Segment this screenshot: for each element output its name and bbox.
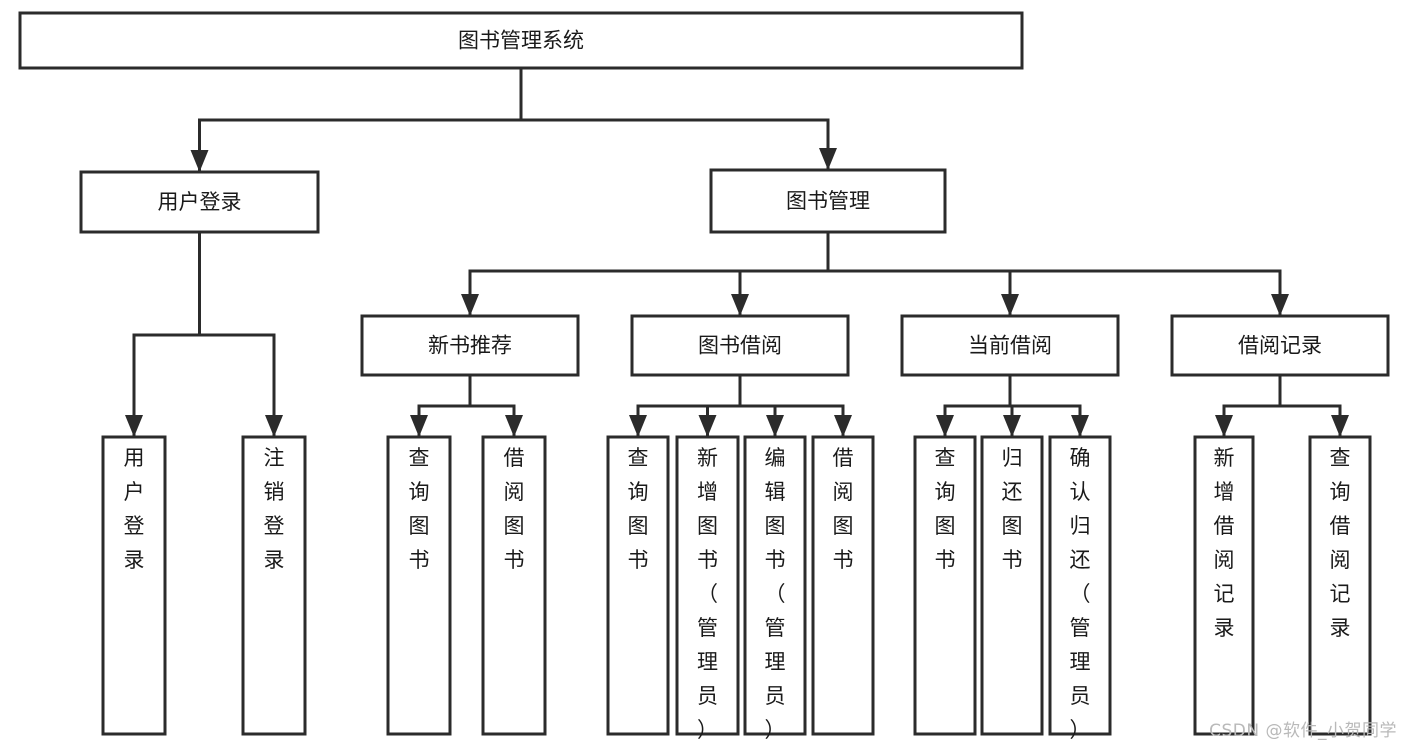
arrow-head-icon — [766, 415, 784, 437]
node-label: 查询借阅记录 — [1330, 446, 1351, 640]
node-book-borrow[interactable]: 图书借阅 — [630, 314, 850, 377]
arrow-head-icon — [834, 415, 852, 437]
arrow-head-icon — [936, 415, 954, 437]
node-recommend-borrow-book[interactable]: 借阅图书 — [481, 435, 547, 736]
node-label: 编辑图书（管理员） — [765, 446, 786, 742]
connector-layer — [125, 66, 1349, 438]
arrow-head-icon — [265, 415, 283, 437]
node-label: 查询图书 — [409, 446, 430, 572]
node-label: 借阅记录 — [1238, 334, 1322, 358]
node-user-logout[interactable]: 注销登录 — [241, 435, 307, 736]
node-recommend-query-book[interactable]: 查询图书 — [386, 435, 452, 736]
node-book-manage[interactable]: 图书管理 — [709, 168, 947, 234]
node-borrow-add-book[interactable]: 新增图书（管理员） — [675, 435, 740, 742]
node-label: 借阅图书 — [833, 446, 854, 572]
node-label: 新书推荐 — [428, 334, 512, 358]
arrow-head-icon — [1003, 415, 1021, 437]
node-current-return-book[interactable]: 归还图书 — [980, 435, 1044, 736]
node-current-query-book[interactable]: 查询图书 — [913, 435, 977, 736]
node-borrow-borrow-book[interactable]: 借阅图书 — [811, 435, 875, 736]
node-label: 确认归还（管理员） — [1070, 446, 1091, 742]
arrow-head-icon — [505, 415, 523, 437]
node-record-query[interactable]: 查询借阅记录 — [1308, 435, 1372, 736]
node-label: 图书借阅 — [698, 334, 782, 358]
node-borrow-query-book[interactable]: 查询图书 — [606, 435, 670, 736]
node-label: 图书管理 — [786, 189, 870, 213]
arrow-head-icon — [125, 415, 143, 437]
node-label: 查询图书 — [935, 446, 956, 572]
node-record-add[interactable]: 新增借阅记录 — [1193, 435, 1255, 736]
node-label: 图书管理系统 — [458, 29, 584, 53]
node-label: 用户登录 — [124, 446, 145, 572]
node-current-confirm-return[interactable]: 确认归还（管理员） — [1048, 435, 1112, 742]
node-label: 新增图书（管理员） — [697, 446, 718, 742]
node-label: 查询图书 — [628, 446, 649, 572]
arrow-head-icon — [410, 415, 428, 437]
arrow-head-icon — [698, 415, 717, 437]
arrow-head-icon — [1271, 294, 1289, 316]
arrow-head-icon — [731, 294, 749, 316]
arrow-head-icon — [1071, 415, 1089, 437]
node-label: 注销登录 — [264, 446, 285, 572]
arrow-head-icon — [190, 150, 209, 172]
node-borrow-record[interactable]: 借阅记录 — [1170, 314, 1390, 377]
node-label: 归还图书 — [1002, 446, 1023, 572]
node-user-login-do[interactable]: 用户登录 — [101, 435, 167, 736]
arrow-head-icon — [461, 294, 479, 316]
arrow-head-icon — [1001, 294, 1019, 316]
node-label: 用户登录 — [158, 190, 242, 214]
node-borrow-edit-book[interactable]: 编辑图书（管理员） — [743, 435, 807, 742]
node-new-book-recommend[interactable]: 新书推荐 — [360, 314, 580, 377]
node-label: 当前借阅 — [968, 334, 1052, 358]
arrow-head-icon — [1215, 415, 1233, 437]
arrow-head-icon — [819, 148, 837, 170]
node-label: 新增借阅记录 — [1214, 446, 1235, 640]
node-root[interactable]: 图书管理系统 — [18, 11, 1024, 70]
node-layer: 图书管理系统用户登录图书管理用户登录注销登录新书推荐查询图书借阅图书图书借阅查询… — [18, 11, 1390, 742]
node-current-borrow[interactable]: 当前借阅 — [900, 314, 1120, 377]
arrow-head-icon — [629, 415, 647, 437]
arrow-head-icon — [1331, 415, 1349, 437]
node-user-login[interactable]: 用户登录 — [79, 170, 320, 234]
node-label: 借阅图书 — [504, 446, 525, 572]
